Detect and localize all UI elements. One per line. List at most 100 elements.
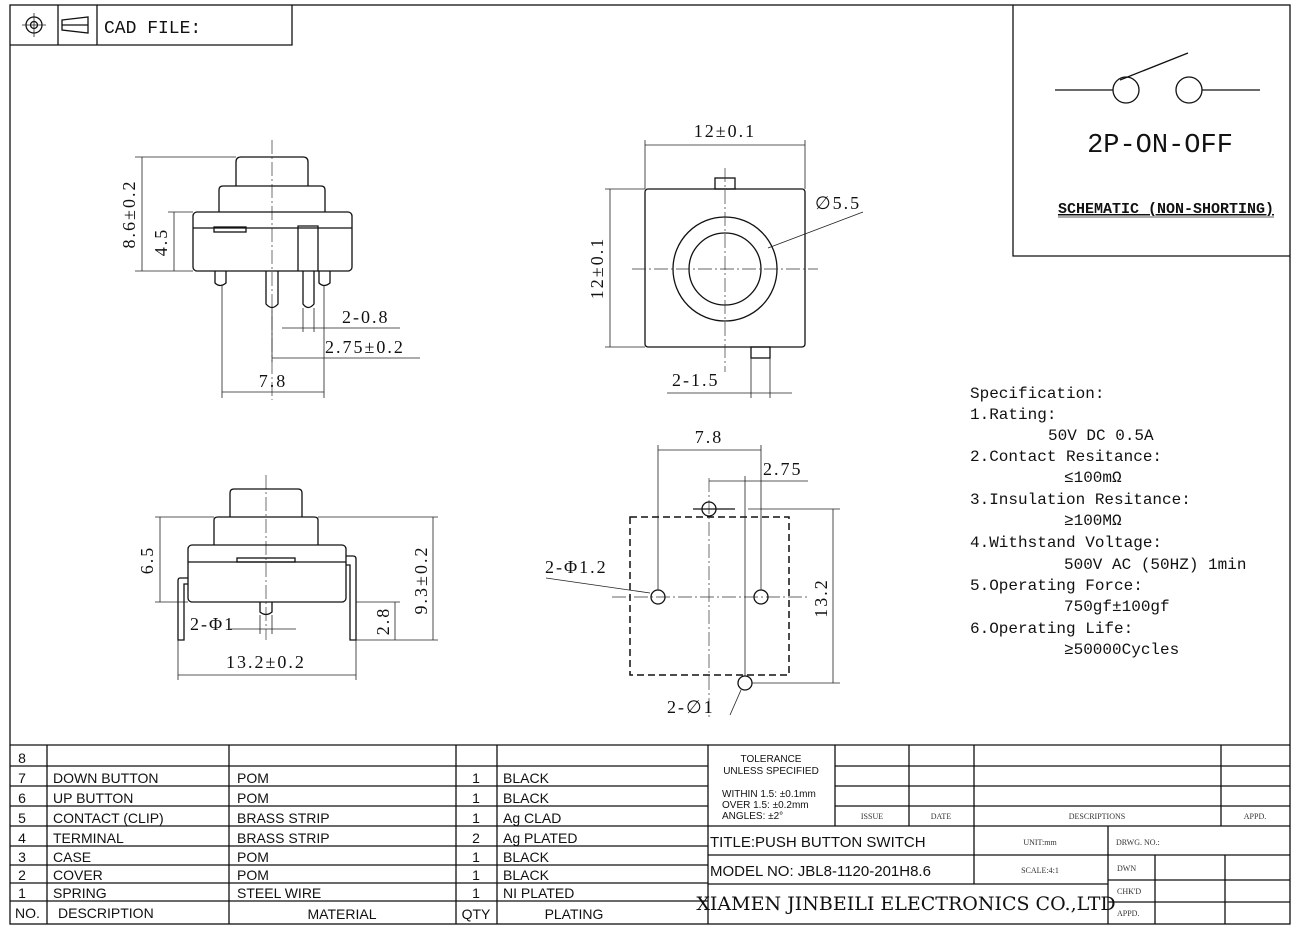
unit-label: UNIT:mm	[1023, 838, 1057, 847]
bom-no: 3	[18, 849, 26, 865]
front-view: 6.5 9.3±0.2 2.8 2-Φ1 13.2±0.2	[137, 475, 438, 680]
bom-material: BRASS STRIP	[237, 810, 330, 826]
date-header: DATE	[931, 812, 952, 821]
dim-button-diameter: ∅5.5	[815, 193, 861, 213]
model-number: MODEL NO: JBL8-1120-201H8.6	[710, 863, 931, 880]
dim-pcb-offset: 2.75	[763, 459, 803, 479]
drawing-title: TITLE:PUSH BUTTON SWITCH	[710, 834, 926, 851]
bom-plating: Ag CLAD	[503, 810, 561, 826]
bom-no: 7	[18, 770, 26, 786]
dim-side-pin-offset: 2.75±0.2	[325, 337, 405, 357]
dim-tab-width: 2-1.5	[672, 370, 720, 390]
issue-header: ISSUE	[861, 812, 883, 821]
bom-description: DOWN BUTTON	[53, 770, 159, 786]
bom-header-row: NO. DESCRIPTION MATERIAL QTY PLATING	[15, 905, 603, 922]
switch-type-label: 2P-ON-OFF	[1087, 131, 1233, 161]
bom-plating: NI PLATED	[503, 885, 574, 901]
dim-front-width: 13.2±0.2	[226, 652, 306, 672]
spec-line: 500V AC (50HZ) 1min	[1064, 556, 1246, 574]
bom-header-qty: QTY	[462, 906, 491, 922]
bom-qty: 1	[472, 867, 480, 883]
bom-description: TERMINAL	[53, 830, 124, 846]
appd-header: APPD.	[1244, 812, 1266, 821]
spec-line: 50V DC 0.5A	[1048, 427, 1154, 445]
bom-header-no: NO.	[15, 905, 40, 921]
tolerance-label: UNLESS SPECIFIED	[723, 766, 819, 777]
dim-side-height: 8.6±0.2	[119, 180, 139, 249]
dim-front-body: 6.5	[137, 546, 157, 575]
title-block: TOLERANCE UNLESS SPECIFIED WITHIN 1.5: ±…	[696, 745, 1290, 924]
bom-header-plating: PLATING	[545, 906, 604, 922]
spec-line: 4.Withstand Voltage:	[970, 534, 1162, 552]
dim-pcb-large-hole: 2-Φ1.2	[545, 557, 608, 577]
spec-line: 1.Rating:	[970, 406, 1056, 424]
bom-description: COVER	[53, 867, 103, 883]
spec-title: Specification:	[970, 385, 1104, 403]
bom-plating: BLACK	[503, 770, 550, 786]
dim-front-pin: 2-Φ1	[190, 614, 235, 634]
tolerance-value: ANGLES: ±2°	[722, 811, 783, 822]
spec-line: 750gf±100gf	[1064, 598, 1170, 616]
cad-file-label: CAD FILE:	[104, 19, 201, 39]
tolerance-label: TOLERANCE	[741, 754, 802, 765]
bom-material: POM	[237, 849, 269, 865]
dim-top-width: 12±0.1	[694, 121, 756, 141]
bom-row: 8	[18, 750, 26, 766]
dim-side-pin-width: 2-0.8	[342, 307, 390, 327]
approved-label: APPD.	[1117, 909, 1139, 918]
side-view: 8.6±0.2 4.5 2-0.8 2.75±0.2 7.8	[119, 140, 420, 400]
third-angle-projection-icon	[22, 13, 89, 37]
bom-qty: 1	[472, 790, 480, 806]
scale-label: SCALE:4:1	[1021, 866, 1059, 875]
bom-no: 4	[18, 830, 26, 846]
bom-material: POM	[237, 770, 269, 786]
tolerance-value: WITHIN 1.5: ±0.1mm	[722, 789, 816, 800]
spec-line: 5.Operating Force:	[970, 577, 1143, 595]
header-box: CAD FILE:	[10, 5, 293, 46]
tolerance-value: OVER 1.5: ±0.2mm	[722, 800, 809, 811]
bom-qty: 1	[472, 849, 480, 865]
bom-no: 6	[18, 790, 26, 806]
pcb-layout-view: 7.8 2.75 13.2 2-Φ1.2 2-∅1	[545, 427, 840, 720]
bom-description: UP BUTTON	[53, 790, 133, 806]
drawn-label: DWN	[1117, 864, 1136, 873]
bom-qty: 1	[472, 810, 480, 826]
checked-label: CHK'D	[1117, 887, 1141, 896]
dim-top-height: 12±0.1	[587, 237, 607, 299]
schematic-box: 2P-ON-OFF SCHEMATIC (NON-SHORTING)	[1012, 5, 1290, 257]
schematic-caption: SCHEMATIC (NON-SHORTING)	[1058, 201, 1274, 218]
dim-front-lead: 2.8	[373, 607, 393, 636]
spec-line: ≤100mΩ	[1064, 469, 1122, 487]
spec-line: 6.Operating Life:	[970, 620, 1133, 638]
bom-description: CASE	[53, 849, 91, 865]
bom-description: SPRING	[53, 885, 107, 901]
bom-plating: Ag PLATED	[503, 830, 577, 846]
drawing-number-label: DRWG. NO.:	[1116, 838, 1160, 847]
dim-pcb-span: 7.8	[695, 427, 724, 447]
bom-material: POM	[237, 867, 269, 883]
spec-line: 2.Contact Resitance:	[970, 448, 1162, 466]
specification: Specification: 1.Rating: 50V DC 0.5A 2.C…	[970, 385, 1246, 659]
top-view: 12±0.1 12±0.1 ∅5.5 2-1.5	[587, 121, 864, 398]
bom-description: CONTACT (CLIP)	[53, 810, 164, 826]
bom-header-description: DESCRIPTION	[58, 905, 154, 921]
dim-side-pin-span: 7.8	[259, 371, 288, 391]
spec-line: ≥100MΩ	[1064, 512, 1122, 530]
dim-pcb-small-hole: 2-∅1	[667, 697, 715, 717]
bom-material: STEEL WIRE	[237, 885, 321, 901]
bom-plating: BLACK	[503, 790, 550, 806]
dim-front-height: 9.3±0.2	[411, 546, 431, 615]
drawing-border	[9, 4, 1291, 925]
bom-qty: 2	[472, 830, 480, 846]
dim-pcb-height: 13.2	[811, 578, 831, 618]
bom-qty: 1	[472, 770, 480, 786]
bom-no: 2	[18, 867, 26, 883]
company-name: XIAMEN JINBEILI ELECTRONICS CO.,LTD	[696, 893, 1115, 915]
